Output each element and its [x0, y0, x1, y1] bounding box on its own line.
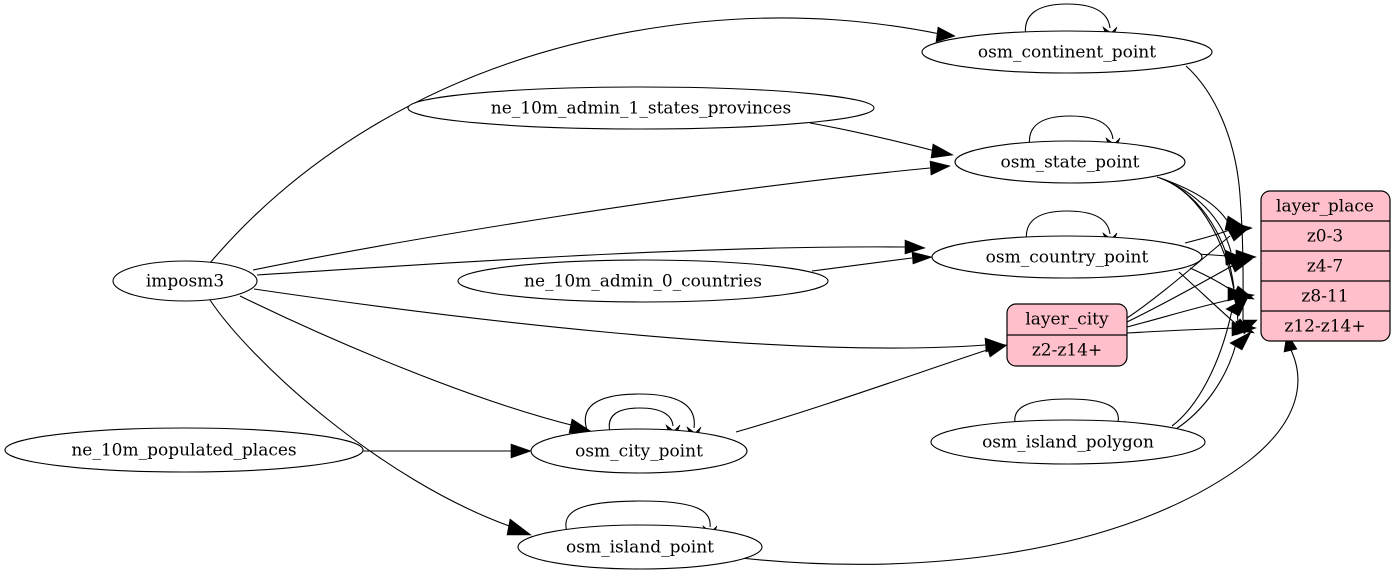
edge-layer_city-to-layer_place-z12 — [1126, 320, 1257, 336]
node-osm_city_point[interactable]: osm_city_point — [530, 428, 748, 474]
edge-layer_city-to-layer_place-z4-7 — [1126, 258, 1253, 323]
node-label-osm_country_point: osm_country_point — [986, 248, 1149, 268]
node-osm_island_polygon[interactable]: osm_island_polygon — [930, 419, 1206, 465]
node-ne_10m_admin_0_countries[interactable]: ne_10m_admin_0_countries — [457, 259, 829, 303]
node-osm_country_point[interactable]: osm_country_point — [931, 235, 1203, 279]
edge-layer — [209, 3, 1299, 565]
record-row-layer_place-z0-3[interactable]: z0-3 — [1307, 227, 1343, 247]
record-node-layer_city[interactable]: layer_city z2-z14+ — [1006, 303, 1128, 367]
node-label-osm_island_polygon: osm_island_polygon — [982, 433, 1154, 453]
edge-osm_island_polygon-to-layer_place-z12 — [1175, 331, 1252, 430]
edge-imposm3-to-osm_state_point — [252, 160, 951, 271]
edge-imposm3-to-osm_city_point — [239, 295, 593, 434]
node-osm_island_point[interactable]: osm_island_point — [517, 524, 763, 570]
record-node-layer: layer_place z0-3 z4-7 z8-11 z12-z14+ lay… — [1006, 190, 1391, 367]
edge-osm_island_polygon-to-layer_place-z8-11 — [1171, 296, 1249, 427]
node-label-ne_10m_admin_1_states_provinces: ne_10m_admin_1_states_provinces — [491, 99, 791, 119]
edge-osm_city_point-to-layer_city — [735, 342, 1008, 433]
node-label-osm_island_point: osm_island_point — [566, 538, 714, 558]
node-label-ne_10m_populated_places: ne_10m_populated_places — [71, 441, 296, 461]
edge-imposm3-to-osm_country_point — [256, 239, 926, 276]
record-row-layer_place-title: layer_place — [1276, 197, 1374, 217]
node-imposm3[interactable]: imposm3 — [112, 260, 258, 302]
record-row-layer_place-z8-11[interactable]: z8-11 — [1301, 287, 1348, 307]
edge-imposm3-to-osm_continent_point — [209, 17, 956, 264]
edge-ne_10m_admin_1_states_provinces-to-osm_state_point — [809, 122, 954, 159]
node-ne_10m_admin_1_states_provinces[interactable]: ne_10m_admin_1_states_provinces — [407, 86, 875, 130]
node-label-osm_city_point: osm_city_point — [575, 442, 703, 462]
edge-ne_10m_populated_places-to-osm_city_point — [363, 443, 532, 459]
edge-ne_10m_admin_0_countries-to-osm_country_point — [811, 251, 934, 272]
edge-layer_city-to-layer_place-z0-3 — [1126, 226, 1251, 319]
record-row-layer_place-z4-7[interactable]: z4-7 — [1307, 257, 1343, 277]
edge-imposm3-to-osm_island_point — [209, 299, 532, 536]
node-layer: imposm3 ne_10m_admin_1_states_provinces … — [4, 30, 1213, 570]
record-node-layer_place[interactable]: layer_place z0-3 z4-7 z8-11 z12-z14+ — [1260, 190, 1391, 342]
node-label-osm_continent_point: osm_continent_point — [978, 43, 1156, 63]
record-row-layer_place-z12-z14[interactable]: z12-z14+ — [1284, 317, 1365, 337]
record-row-layer_city-title: layer_city — [1025, 310, 1109, 330]
node-osm_state_point[interactable]: osm_state_point — [954, 140, 1186, 184]
node-label-imposm3: imposm3 — [146, 272, 224, 292]
record-row-layer_city-z2-z14[interactable]: z2-z14+ — [1032, 341, 1102, 361]
node-label-ne_10m_admin_0_countries: ne_10m_admin_0_countries — [524, 272, 762, 292]
node-label-osm_state_point: osm_state_point — [1001, 153, 1140, 173]
node-osm_continent_point[interactable]: osm_continent_point — [921, 30, 1213, 74]
node-ne_10m_populated_places[interactable]: ne_10m_populated_places — [4, 427, 364, 473]
